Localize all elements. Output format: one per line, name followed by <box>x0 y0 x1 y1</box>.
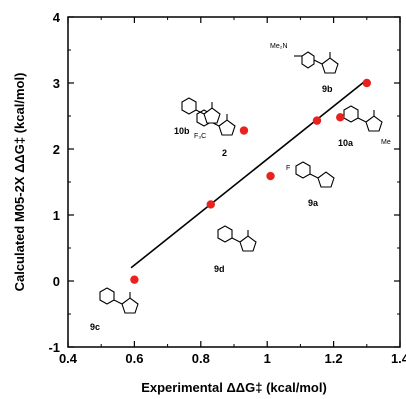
data-points <box>130 78 371 284</box>
data-point-9d <box>206 200 215 209</box>
compound-label-9c: 9c <box>90 322 100 332</box>
y-tick-label-4: 3 <box>53 76 60 91</box>
structure-9c: 9c <box>90 287 139 332</box>
data-point-10a <box>336 113 345 122</box>
fluoro-label-9a: F <box>286 165 290 172</box>
compound-label-9b: 9b <box>322 84 333 94</box>
y-tick-label-0: -1 <box>48 340 60 355</box>
y-axis-label: Calculated M05-2X ΔΔG‡ (kcal/mol) <box>12 73 27 292</box>
cf3-label: F₃C <box>194 133 206 140</box>
compound-label-9d: 9d <box>214 264 225 274</box>
compound-label-9a: 9a <box>308 198 319 208</box>
compound-label-10b: 10b <box>174 126 190 136</box>
x-axis-label: Experimental ΔΔG‡ (kcal/mol) <box>141 380 327 395</box>
compound-label-2: 2 <box>222 148 227 158</box>
structure-9d: 9d <box>214 225 257 274</box>
plot-frame <box>67 16 401 348</box>
y-tick-label-2: 1 <box>53 208 60 223</box>
y-tick-label-1: 0 <box>53 274 60 289</box>
x-tick-label-3: 1 <box>264 351 271 366</box>
tick-labels: 0.4 0.6 0.8 1 1.2 1.4 -1 0 1 2 3 4 <box>48 10 406 366</box>
data-point-9b <box>362 78 371 88</box>
structure-9a: F 9a <box>286 161 335 208</box>
data-point-9c <box>130 275 139 284</box>
compound-label-10a: 10a <box>338 138 354 148</box>
y-tick-label-5: 4 <box>53 10 61 25</box>
structure-9b: Me₂N 9b <box>270 43 339 94</box>
x-tick-label-5: 1.4 <box>391 351 406 366</box>
data-point-2 <box>312 116 322 125</box>
fit-line-layer <box>130 81 364 269</box>
data-point-10b <box>239 126 249 135</box>
structure-10b: F₃C 10b <box>174 97 221 140</box>
structure-10a: Me 10a <box>338 105 391 148</box>
data-point-9a <box>266 171 275 181</box>
x-tick-label-4: 1.2 <box>325 351 343 366</box>
x-tick-label-2: 0.8 <box>192 351 210 366</box>
axis-ticks <box>67 16 401 348</box>
me-label: Me <box>381 139 391 146</box>
regression-line <box>130 81 364 269</box>
me2n-label: Me₂N <box>270 43 288 50</box>
y-tick-label-3: 2 <box>53 142 60 157</box>
x-tick-label-1: 0.6 <box>125 351 143 366</box>
x-tick-label-0: 0.4 <box>59 351 78 366</box>
